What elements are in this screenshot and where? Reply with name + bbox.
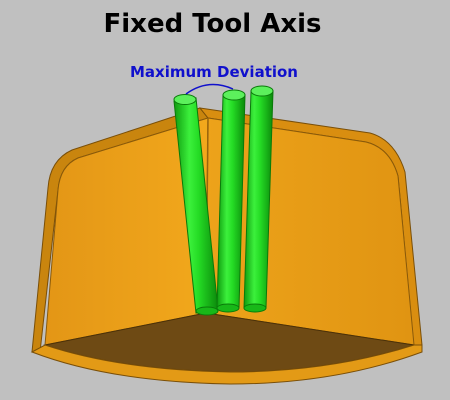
- tool-2: [216, 89, 246, 313]
- deviation-arc: [185, 83, 234, 95]
- maximum-deviation-label: Maximum Deviation: [130, 63, 298, 81]
- diagram-title: Fixed Tool Axis: [103, 9, 322, 39]
- tool-3: [243, 85, 274, 313]
- part-base-lip: [30, 344, 423, 385]
